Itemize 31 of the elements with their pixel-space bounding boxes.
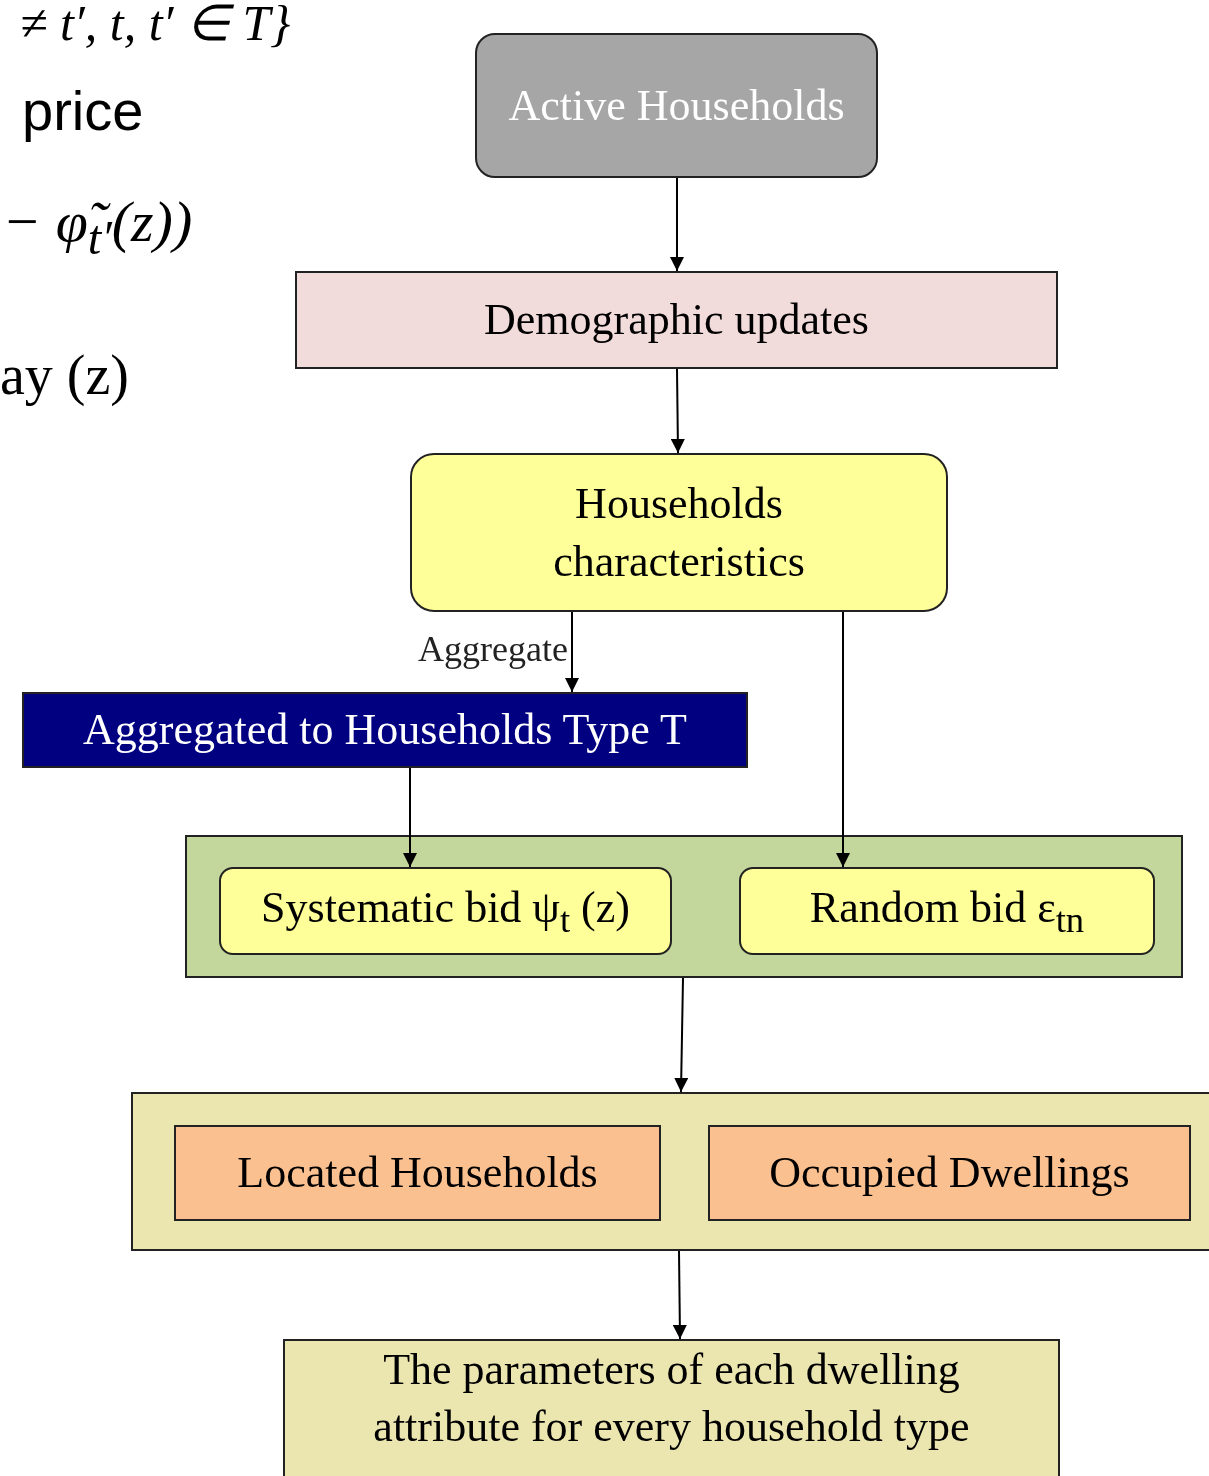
process-box — [174, 1125, 661, 1221]
group-panel — [185, 835, 1183, 978]
formula-fragment: − φ̃$_{t′}$(z)) — [2, 188, 193, 265]
arrow — [565, 611, 579, 693]
formula-fragment: ay (z) — [0, 343, 129, 407]
arrow — [670, 177, 684, 272]
node-label: Demographic updates — [483, 294, 870, 347]
group-panel — [131, 1092, 1209, 1251]
result-box — [283, 1339, 1060, 1476]
node-label: Active Households — [507, 79, 846, 132]
arrow — [674, 977, 689, 1093]
node-label: Occupied Dwellings — [768, 1147, 1131, 1200]
process-box — [410, 453, 948, 612]
process-box — [739, 867, 1155, 955]
formula-fragment: price — [22, 78, 144, 143]
formula-fragment: ≠ t′, t, t′ ∈ T} — [20, 0, 291, 52]
process-box — [22, 692, 748, 768]
start-box — [475, 33, 878, 178]
node-label: Households characteristics — [552, 478, 806, 588]
arrow — [672, 1250, 687, 1340]
node-label: Aggregated to Households Type T — [82, 704, 688, 757]
process-box — [295, 271, 1058, 369]
node-label: Systematic bid ψ$_{t}$ (z) — [260, 881, 631, 942]
node-label: The parameters of each dwelling attribute for every household type — [372, 1344, 971, 1454]
node-label: Located Households — [236, 1147, 599, 1200]
arrow — [670, 368, 685, 454]
arrow — [836, 611, 850, 868]
process-box — [219, 867, 672, 955]
node-label: Random bid ε$_{tn}$ — [808, 881, 1086, 942]
arrow — [403, 767, 417, 868]
process-box — [708, 1125, 1191, 1221]
